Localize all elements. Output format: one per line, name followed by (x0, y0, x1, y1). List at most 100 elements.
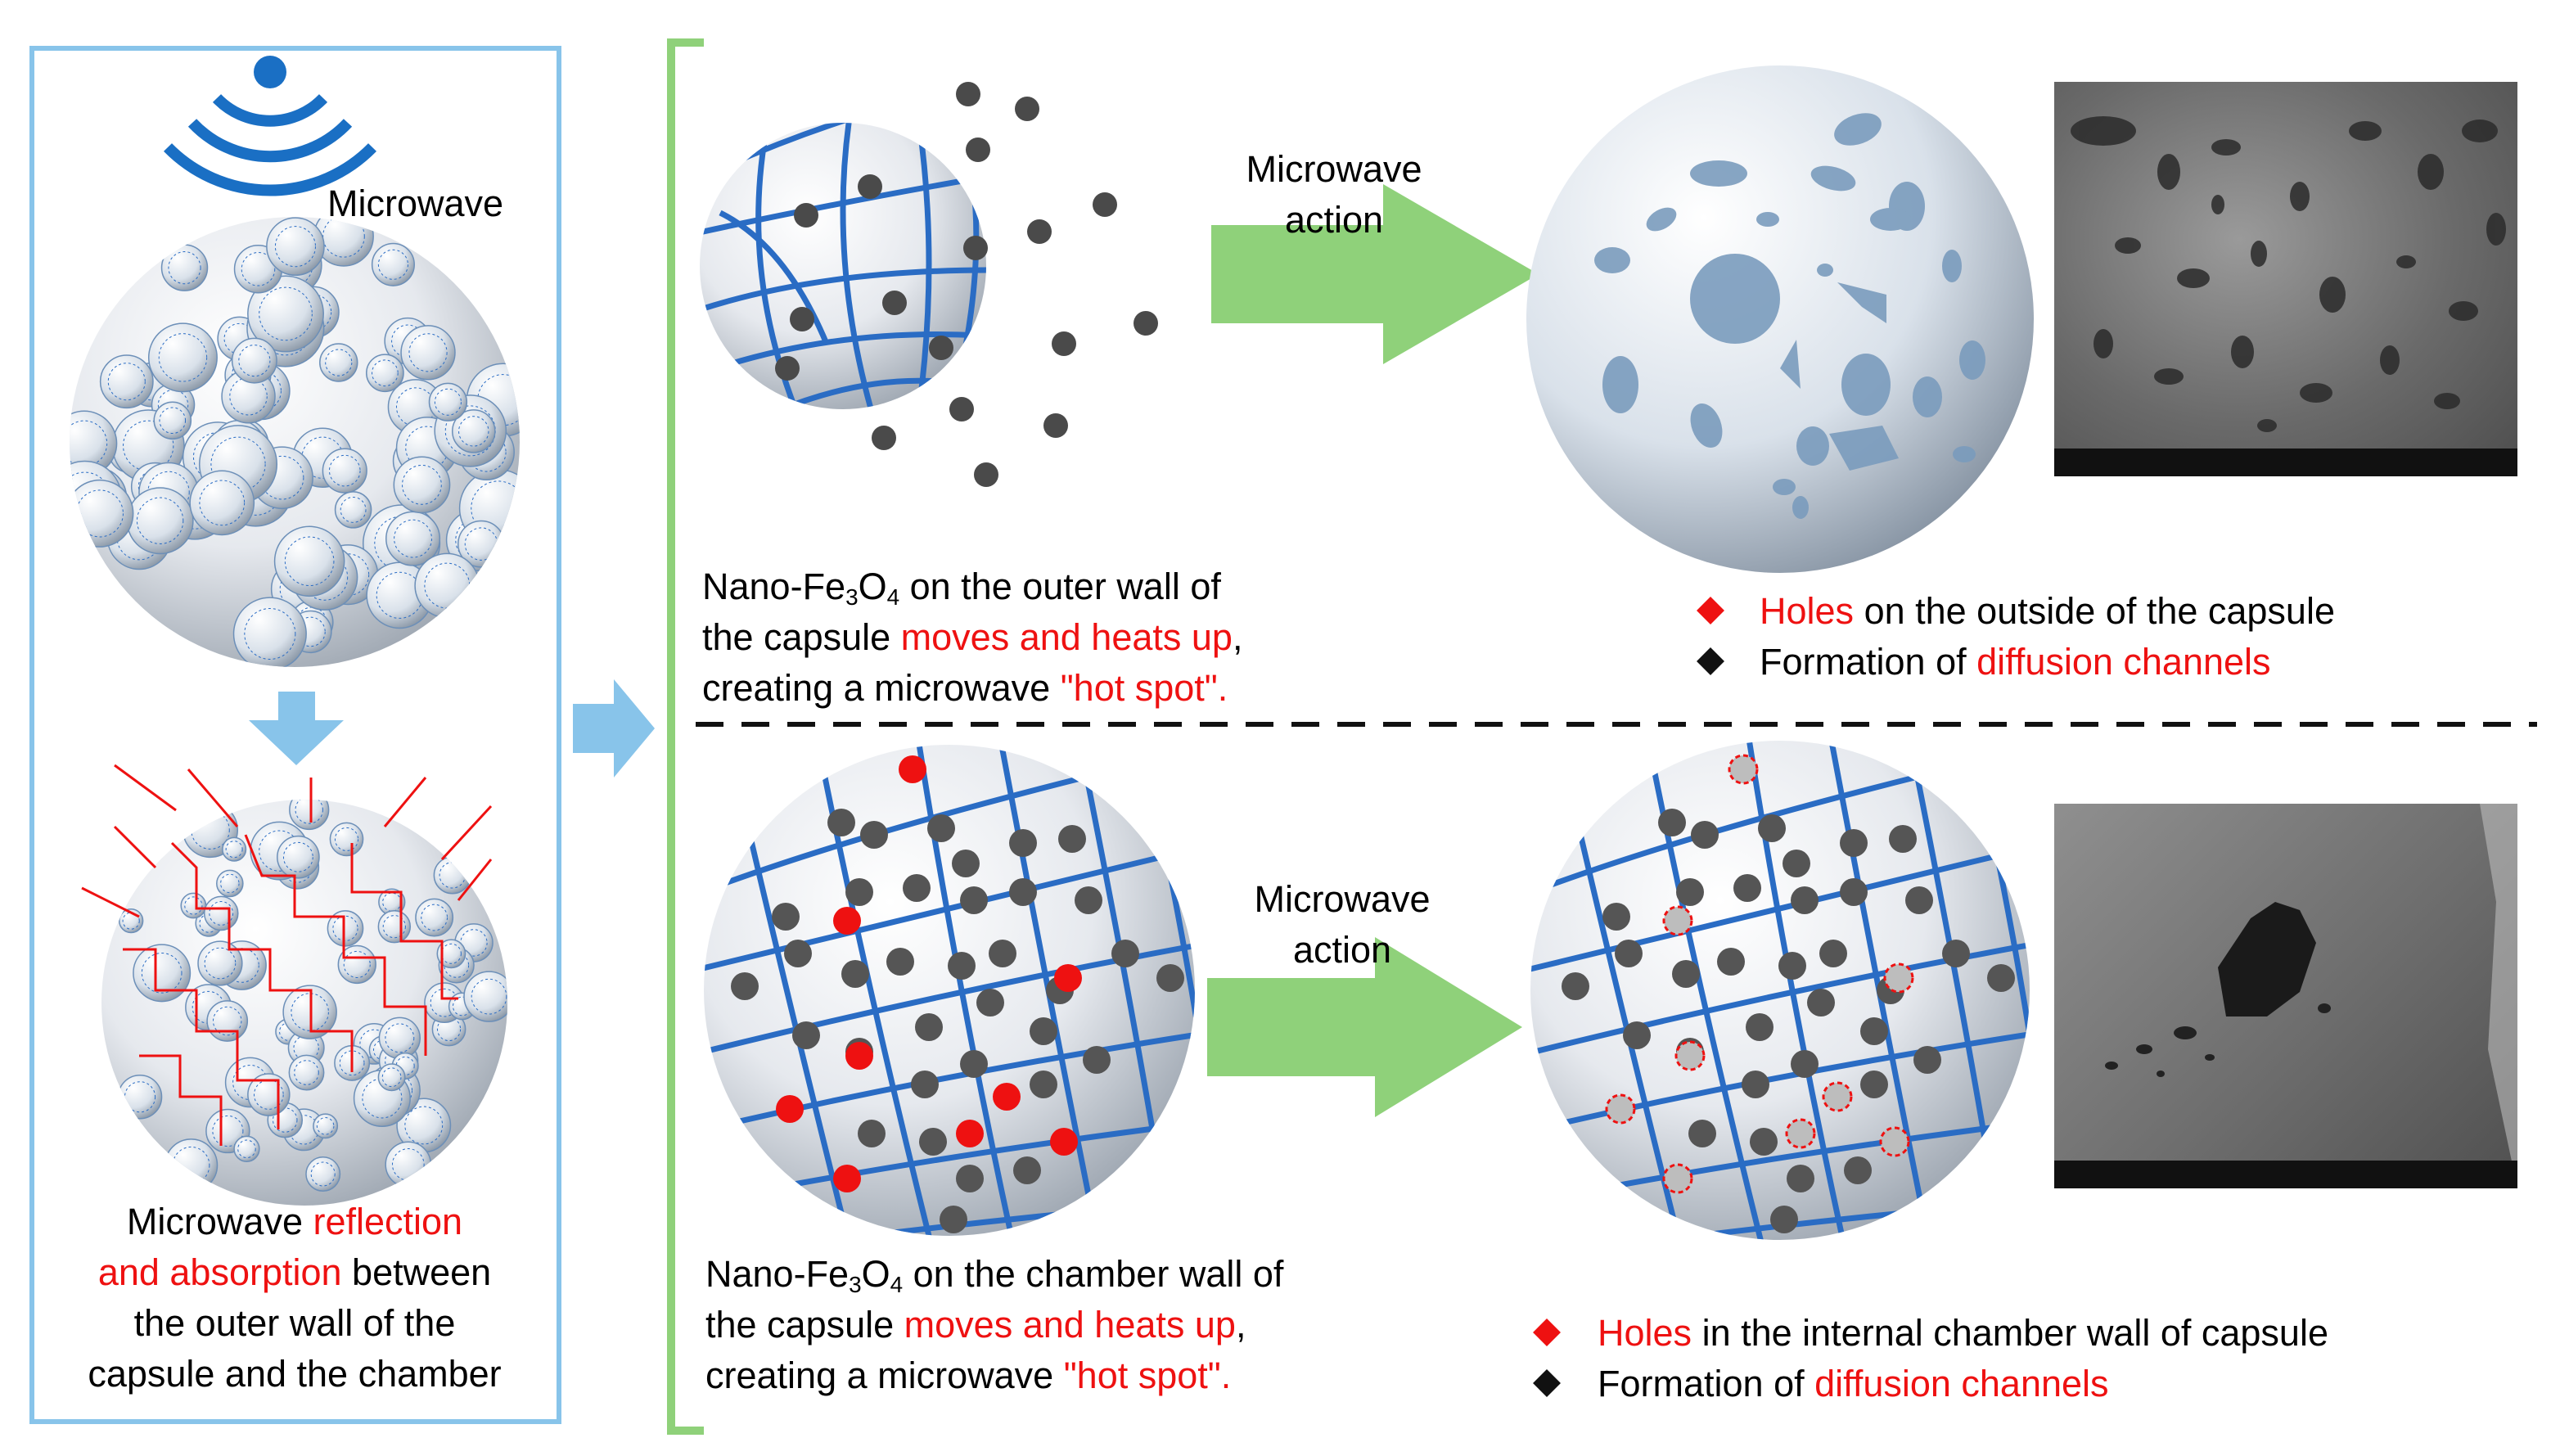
microwave-reflection-path (244, 834, 427, 1056)
microwave-label: Microwave (327, 183, 504, 224)
nano-particle (1134, 311, 1158, 336)
caption-text: creating a microwave (702, 667, 1061, 709)
nano-particle (1770, 1206, 1798, 1233)
arrow-label-top: Microwave action (1195, 144, 1473, 246)
nano-particle (963, 236, 988, 260)
bullet-text: on the outside of the capsule (1854, 590, 2335, 632)
nano-particle (860, 821, 888, 849)
hole-marker (1879, 1126, 1910, 1157)
nano-particle (1787, 1165, 1814, 1192)
capsule-mesh (212, 1115, 244, 1147)
capsule-mesh (220, 873, 240, 894)
capsule-mesh (421, 904, 448, 931)
capsule-mesh (471, 480, 520, 536)
nano-particle (1043, 413, 1068, 438)
green-arrow-top (1211, 184, 1539, 364)
nano-particle (1027, 219, 1052, 244)
nano-particle (1942, 940, 1970, 967)
hole-marker (1605, 1093, 1636, 1125)
nano-particle (1905, 886, 1933, 914)
bottom-caption: Nano-Fe3O4 on the chamber wall of the ca… (705, 1249, 1377, 1401)
arrow-label-line: Microwave (1246, 148, 1422, 190)
nano-particle (1615, 940, 1643, 967)
nano-particle (927, 814, 955, 842)
capsule-mesh (322, 217, 365, 258)
black-diamond-icon (1697, 647, 1724, 675)
nano-particle (872, 426, 896, 450)
bullet-item: Holes on the outside of the capsule (1686, 586, 2545, 637)
fiber (1744, 741, 1849, 1240)
nano-particle (1658, 809, 1686, 836)
hot-spot-particle (1050, 1128, 1078, 1156)
capsule-mesh (310, 1161, 336, 1187)
capsule-mesh (444, 952, 470, 978)
caption-text: O (861, 1253, 890, 1295)
caption-highlight: moves and heats up (904, 1304, 1236, 1346)
bullet-item: Formation of diffusion channels (1686, 637, 2545, 687)
subscript: 4 (890, 1271, 904, 1297)
subscript: 4 (886, 584, 900, 610)
small-capsule (436, 939, 466, 969)
sem-image-outer-holes (2054, 82, 2517, 476)
microwave-reflection-path (350, 843, 458, 1000)
nano-particle (1758, 814, 1786, 842)
green-arrow-bottom (1207, 937, 1522, 1117)
microwave-ray (114, 764, 177, 812)
nano-particle (1015, 97, 1039, 121)
capsule-mesh (259, 455, 304, 500)
nano-particle (960, 1050, 988, 1078)
hot-spot-particle (956, 1120, 984, 1147)
nano-particle (1111, 940, 1139, 967)
nano-particle (976, 989, 1004, 1016)
capsule-mesh (404, 1106, 444, 1145)
capsule-mesh (282, 841, 313, 872)
capsule-mesh (325, 349, 353, 376)
hole-marker (1883, 962, 1914, 994)
nano-particle (772, 903, 800, 931)
nano-particle (1688, 1120, 1716, 1147)
nano-particle (1889, 825, 1917, 853)
hole-marker (1674, 1040, 1706, 1071)
fiber (1530, 938, 2030, 1059)
nano-particle (1791, 886, 1819, 914)
fiber (913, 745, 1018, 1236)
nano-particle (989, 940, 1016, 967)
capsule-mesh (295, 800, 323, 824)
capsule-mesh (75, 489, 124, 538)
nano-particle (845, 878, 873, 906)
capsule-mesh (385, 1023, 415, 1053)
capsule-mesh (332, 915, 358, 941)
capsule-mesh (362, 1078, 403, 1119)
red-diamond-icon (1533, 1319, 1561, 1346)
microwave-reflection-path (123, 948, 280, 1129)
left-caption: Microwave reflection and absorption betw… (33, 1197, 557, 1400)
nano-particle (1013, 1156, 1041, 1184)
fiber (704, 1028, 1195, 1133)
arrow-label-bottom: Microwave action (1203, 874, 1481, 976)
capsule-mesh (212, 1006, 242, 1036)
capsule-mesh (184, 896, 203, 915)
sem-texture (2054, 116, 2517, 476)
black-diamond-icon (1533, 1369, 1561, 1397)
nano-particle (1913, 1046, 1941, 1074)
nano-particle (1717, 948, 1745, 976)
hole-marker (1662, 1163, 1693, 1194)
nano-particle (1052, 331, 1076, 356)
capsule-mesh (339, 1050, 365, 1076)
capsule-mesh (159, 407, 187, 435)
microwave-ray (440, 805, 493, 861)
capsule-cluster-sphere (70, 217, 520, 667)
caption-text: , (1232, 616, 1243, 658)
caption-text: the capsule (702, 616, 901, 658)
caption-text: , (1235, 1304, 1246, 1346)
nano-particle (1093, 192, 1117, 217)
microwave-ray (457, 859, 493, 901)
caption-text: the capsule (705, 1304, 904, 1346)
nano-particle (1602, 903, 1630, 931)
bullet-text: Formation of (1760, 641, 1977, 683)
capsule-mesh (168, 251, 201, 285)
hot-spot-particle (833, 907, 861, 935)
caption-text: Nano-Fe (702, 566, 846, 607)
nano-particle (1746, 1013, 1774, 1041)
